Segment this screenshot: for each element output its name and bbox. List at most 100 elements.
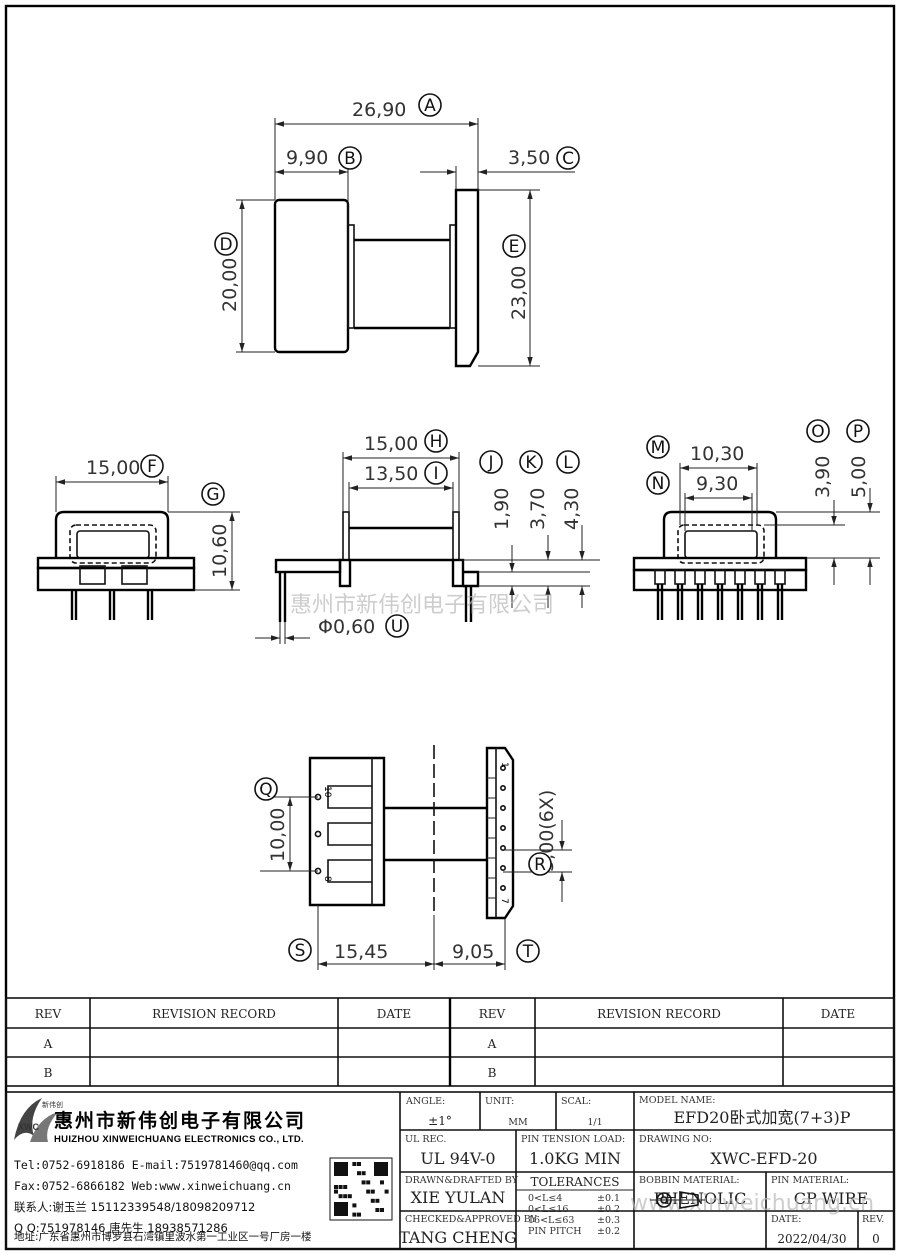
company-contacts: Tel:0752-6918186 E-mail:7519781460@qq.co…: [14, 1155, 326, 1239]
bobbin-value: PHENOLIC: [654, 1189, 747, 1208]
rev-header: REVISION RECORD: [597, 1007, 721, 1021]
dim-F: 15,00: [86, 457, 140, 479]
ulrec-value: UL 94V-0: [420, 1149, 495, 1168]
marker-d: D: [214, 232, 238, 256]
tolerance-value: ±0.2: [597, 1204, 620, 1215]
company-address: 地址:广东省惠州市博罗县石湾镇里波水第一工业区一号厂房一楼: [14, 1231, 312, 1243]
title-block: [5, 1091, 895, 1250]
dim-L: 4,30: [561, 488, 583, 530]
dim-P: 5,00: [848, 456, 870, 498]
bottom-view: [260, 745, 572, 970]
svg-text:O: O: [811, 422, 824, 442]
tolerance-range: 0<L≤16: [528, 1204, 568, 1215]
company-tel: Tel:0752-6918186 E-mail:7519781460@qq.co…: [14, 1158, 298, 1172]
tolerance-value: ±0.1: [597, 1193, 620, 1204]
marker-l: L: [556, 450, 580, 474]
pin-slot: [774, 569, 786, 585]
pin-slot: [734, 569, 746, 585]
dim-E: 23,00: [508, 266, 530, 320]
title-block-text: CHECKED&APPROVED BY: [405, 1214, 538, 1225]
logo-abbr: XWC: [18, 1122, 39, 1132]
svg-text:E: E: [509, 237, 520, 257]
model-value: EFD20卧式加宽(7+3)P: [674, 1108, 851, 1127]
svg-text:T: T: [522, 942, 534, 962]
marker-g: G: [201, 482, 225, 506]
rev-header: REV: [479, 1007, 506, 1021]
tolerance-range: PIN PITCH: [528, 1226, 582, 1237]
marker-j: J: [479, 450, 503, 474]
marker-c: C: [556, 146, 580, 170]
pin-slot: [714, 569, 726, 585]
logo-text: 新伟创: [42, 1101, 63, 1109]
dim-A: 26,90: [352, 99, 406, 121]
company-qq: Q Q:751978146 唐先生 18938571286: [14, 1221, 228, 1235]
rev-cell: B: [44, 1066, 53, 1080]
tolerance-range: 0<L≤4: [528, 1193, 562, 1204]
pin-label-1: 1: [499, 762, 509, 768]
title-block-text: DRAWING NO:: [639, 1134, 712, 1145]
marker-t: T: [516, 939, 540, 963]
dim-B: 9,90: [286, 147, 328, 169]
dim-K: 3,70: [527, 488, 549, 530]
front-view: [236, 118, 575, 368]
title-block-text: UNIT:: [485, 1096, 514, 1107]
dim-C: 3,50: [508, 147, 550, 169]
marker-b: B: [338, 146, 362, 170]
revision-table: [5, 997, 895, 1087]
svg-text:Q: Q: [259, 780, 272, 800]
dim-J: 1,90: [491, 488, 513, 530]
left-end-view: [36, 476, 240, 620]
pin-label-10: 10: [322, 786, 332, 798]
svg-text:G: G: [206, 485, 219, 505]
pinmat-value: CP WIRE: [794, 1189, 869, 1208]
company-name-en: HUIZHOU XINWEICHUANG ELECTRONICS CO., LT…: [54, 1134, 304, 1145]
svg-text:U: U: [391, 617, 403, 637]
dim-I: 13,50: [364, 463, 418, 485]
tolerance-value: ±0.3: [597, 1215, 620, 1226]
svg-text:M: M: [651, 438, 666, 458]
dim-O: 3,90: [812, 456, 834, 498]
projection-symbol-icon: [650, 1191, 705, 1209]
rev-header: DATE: [377, 1007, 411, 1021]
title-block-text: DATE:: [771, 1214, 801, 1225]
qr-code-icon: [329, 1157, 393, 1221]
svg-text:N: N: [652, 474, 665, 494]
pin-slot: [694, 569, 706, 585]
title-block-text: ANGLE:: [405, 1096, 445, 1107]
pin-slot: [654, 569, 666, 585]
svg-text:A: A: [424, 96, 436, 116]
dim-R: 3,00(6X): [536, 790, 558, 872]
title-block-text: PIN MATERIAL:: [771, 1175, 849, 1186]
scale-value: 1/1: [587, 1117, 602, 1128]
dim-U: Φ0,60: [318, 616, 375, 638]
svg-text:L: L: [563, 453, 573, 473]
angle-value: ±1°: [428, 1114, 452, 1128]
dim-S: 15,45: [334, 941, 388, 963]
svg-text:R: R: [534, 855, 546, 875]
svg-text:S: S: [295, 941, 306, 961]
rev-cell: A: [487, 1037, 497, 1051]
title-block-text: PIN TENSION LOAD:: [521, 1134, 625, 1145]
pin-label-7: 7: [499, 898, 509, 904]
svg-text:F: F: [147, 457, 157, 477]
pin-slot: [674, 569, 686, 585]
tolerances-label: TOLERANCES: [531, 1175, 620, 1189]
dim-T: 9,05: [452, 941, 494, 963]
rev-value: 0: [872, 1232, 880, 1246]
tolerance-value: ±0.2: [597, 1226, 620, 1237]
marker-h: H: [424, 429, 448, 453]
pin-label-8: 8: [322, 876, 332, 882]
company-fax: Fax:0752-6866182 Web:www.xinweichuang.cn: [14, 1179, 291, 1193]
right-end-view: [632, 463, 880, 620]
svg-text:B: B: [344, 149, 356, 169]
marker-q: Q: [254, 777, 278, 801]
rev-cell: B: [488, 1066, 497, 1080]
svg-text:K: K: [525, 453, 537, 473]
drawn-value: XIE YULAN: [411, 1188, 506, 1207]
date-value: 2022/04/30: [777, 1232, 846, 1246]
title-block-text: REV.: [862, 1214, 884, 1225]
marker-i: I: [424, 461, 448, 485]
